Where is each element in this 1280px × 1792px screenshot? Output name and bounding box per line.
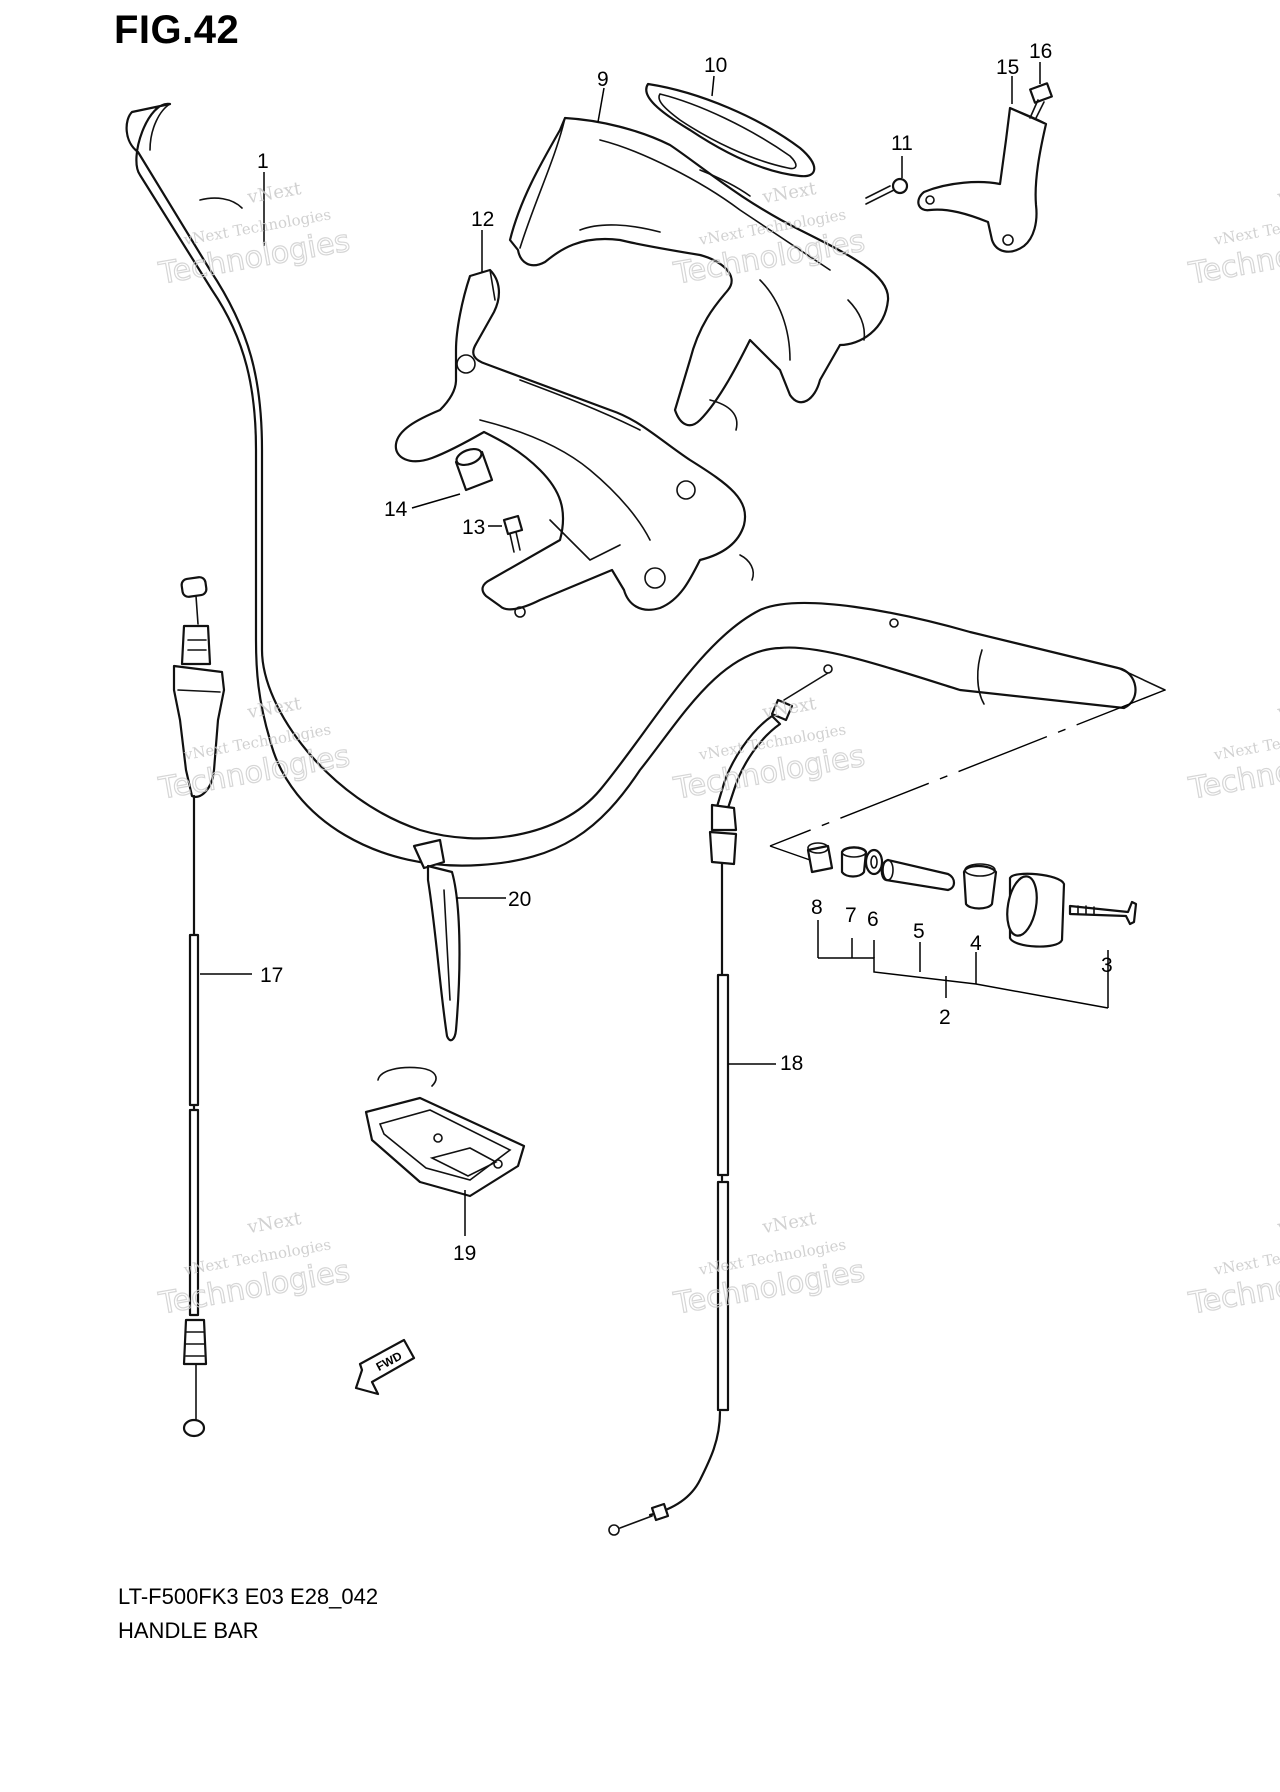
callout-18: 18 [780,1052,803,1075]
meter-bezel[interactable] [645,82,816,197]
balancer-washer-6[interactable] [864,848,884,876]
callout-3: 3 [1101,954,1113,977]
callout-13: 13 [462,516,485,539]
balancer-weight[interactable] [1003,872,1066,948]
callout-numbers: 1 2 3 4 5 6 7 8 9 10 11 12 13 14 15 16 1… [257,40,1113,1265]
handlebar-holder-bracket[interactable] [394,268,755,618]
balancer-pipe-5[interactable] [880,858,956,892]
balancer-bolt-3[interactable] [1068,900,1138,926]
watermark-logo-text: vNext [245,693,304,723]
brake-cable[interactable] [608,664,833,1536]
throttle-cable[interactable] [172,576,226,1438]
bolt-16[interactable] [1029,82,1053,119]
watermark-logo-text: vNext [760,178,819,208]
balancer-cushion-4[interactable] [962,863,998,910]
callout-19: 19 [453,1242,476,1265]
assembly-guide-lines [769,689,1166,861]
forward-direction-arrow: FWD [354,1338,416,1396]
callout-7: 7 [845,904,857,927]
callout-17: 17 [260,964,283,987]
watermark-logo-text: vNext [1275,178,1280,208]
handle-cover[interactable] [508,116,890,427]
meter-bracket[interactable] [917,106,1048,253]
watermark-logo-text: vNext [1275,1208,1280,1238]
callout-9: 9 [597,68,609,91]
callout-8: 8 [811,896,823,919]
watermark-logo-text: vNext [1275,693,1280,723]
watermark-logo-text: vNext [245,1208,304,1238]
callout-14: 14 [384,498,408,521]
callout-10: 10 [704,54,727,77]
watermark-logo-text: vNext [245,178,304,208]
watermark-logo-text: vNext [760,1208,819,1238]
callout-12: 12 [471,208,494,231]
leader-lines [200,62,1109,1236]
callout-6: 6 [867,908,879,931]
balancer-spacer-7[interactable] [840,846,868,878]
collar-14[interactable] [454,446,494,492]
callout-4: 4 [970,932,982,955]
bolt-13[interactable] [502,514,524,553]
figure-title: FIG.42 [114,8,240,52]
wire-clamp[interactable] [364,1066,526,1198]
watermark-logo-text: vNext [760,693,819,723]
model-code: LT-F500FK3 E03 E28_042 [118,1584,379,1609]
callout-15: 15 [996,56,1019,79]
callout-16: 16 [1029,40,1052,63]
balancer-nut-8[interactable] [806,842,834,874]
callout-5: 5 [913,920,925,943]
callout-20: 20 [508,888,531,911]
callout-1: 1 [257,150,269,173]
handle-bar[interactable] [125,102,1166,867]
cable-tie[interactable] [412,838,461,1042]
screw-11[interactable] [865,177,909,205]
callout-2: 2 [939,1006,951,1029]
section-name: HANDLE BAR [118,1618,259,1643]
callout-11: 11 [891,132,913,155]
